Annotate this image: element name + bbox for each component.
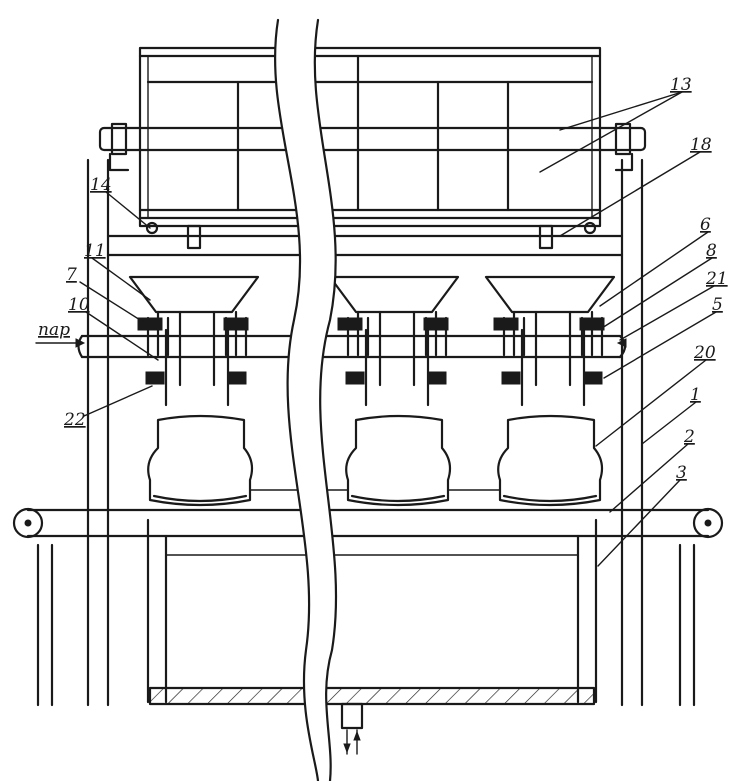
conveyor-belt: [12, 507, 724, 539]
top-tray-container: [138, 46, 602, 228]
callout-5: 5: [712, 295, 723, 315]
left-support-post: [86, 158, 110, 707]
bottom-tray: [148, 686, 596, 706]
drain-pipe: [340, 702, 364, 755]
leader-lines: [79, 91, 717, 567]
callout-22: 22: [63, 410, 86, 430]
callout-18: 18: [690, 135, 712, 155]
steam-label: пар: [38, 320, 70, 340]
callout-1: 1: [690, 385, 701, 405]
callout-20: 20: [693, 343, 716, 363]
callout-6: 6: [700, 215, 711, 235]
transverse-beam: [98, 122, 647, 172]
steam-arrows: [35, 338, 627, 348]
callout-11: 11: [84, 241, 106, 261]
upper-frame: [106, 224, 624, 257]
callout-7: 7: [66, 265, 77, 285]
conveyor-legs: [36, 543, 696, 707]
roller-left: [145, 221, 159, 235]
callout-labels: 13 14 18 11 7 10 пар 22 6 8 21 5 20 1 2 …: [38, 75, 728, 483]
callout-21: 21: [705, 269, 728, 289]
roller-right: [583, 221, 597, 235]
funnel-unit-2: [328, 275, 460, 407]
callout-3: 3: [676, 463, 687, 483]
lower-chamber: [146, 518, 598, 704]
callout-2: 2: [683, 427, 695, 447]
funnel-unit-3: [484, 275, 616, 407]
callout-14: 14: [90, 175, 112, 195]
callout-8: 8: [706, 241, 717, 261]
funnel-unit-1: [128, 275, 260, 407]
callout-10: 10: [68, 295, 90, 315]
jar-3: [497, 414, 604, 507]
callout-13: 13: [670, 75, 692, 95]
break-gap: [274, 18, 338, 781]
steam-pipe: [77, 334, 627, 359]
jar-1: [147, 414, 254, 507]
right-support-post: [620, 158, 644, 707]
jar-2: [345, 414, 452, 507]
